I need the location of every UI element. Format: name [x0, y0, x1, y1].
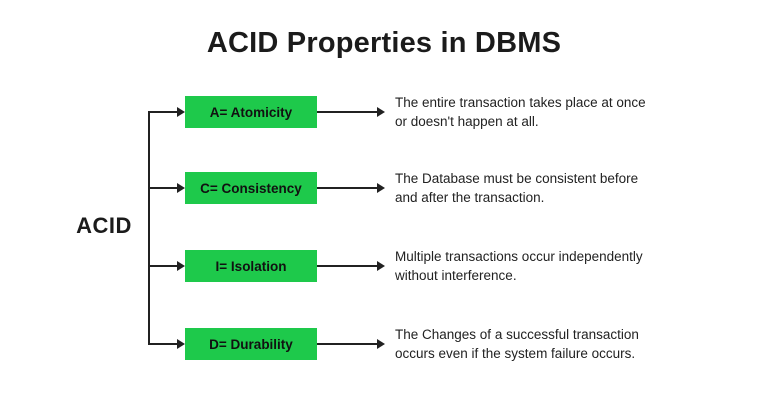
diagram-row-isolation: I= Isolation Multiple transactions occur… — [0, 247, 768, 285]
description-line: without interference. — [395, 268, 517, 283]
arrowhead-icon — [177, 261, 185, 271]
description-line: occurs even if the system failure occurs… — [395, 346, 636, 361]
connector-vertical-line — [148, 111, 150, 345]
description-isolation: Multiple transactions occur independentl… — [395, 247, 705, 285]
arrowhead-icon — [377, 107, 385, 117]
description-line: and after the transaction. — [395, 190, 545, 205]
acid-box-isolation: I= Isolation — [185, 250, 317, 282]
description-consistency: The Database must be consistent before a… — [395, 169, 705, 207]
arrowhead-icon — [377, 261, 385, 271]
box-label: A= Atomicity — [209, 104, 293, 120]
description-line: The Changes of a successful transaction — [395, 327, 639, 342]
box-label: I= Isolation — [215, 258, 287, 274]
arrowhead-icon — [177, 107, 185, 117]
diagram-row-consistency: C= Consistency The Database must be cons… — [0, 169, 768, 207]
connector-arrow-right — [317, 183, 385, 193]
arrowhead-icon — [177, 183, 185, 193]
acid-root-label: ACID — [76, 213, 132, 238]
connector-arrow-left — [149, 339, 185, 349]
description-line: The Database must be consistent before — [395, 171, 639, 186]
description-line: Multiple transactions occur independentl… — [395, 249, 643, 264]
diagram-row-atomicity: A= Atomicity The entire transaction take… — [0, 93, 768, 131]
box-label: C= Consistency — [200, 180, 302, 196]
acid-box-consistency: C= Consistency — [185, 172, 317, 204]
box-label: D= Durability — [209, 336, 293, 352]
connector-arrow-right — [317, 261, 385, 271]
connector-arrow-left — [149, 107, 185, 117]
page-title: ACID Properties in DBMS — [206, 27, 562, 59]
description-line: The entire transaction takes place at on… — [395, 95, 646, 110]
arrowhead-icon — [177, 339, 185, 349]
description-durability: The Changes of a successful transaction … — [395, 325, 705, 363]
description-atomicity: The entire transaction takes place at on… — [395, 93, 705, 131]
arrowhead-icon — [377, 339, 385, 349]
diagram-row-durability: D= Durability The Changes of a successfu… — [0, 325, 768, 363]
connector-arrow-left — [149, 261, 185, 271]
arrowhead-icon — [377, 183, 385, 193]
acid-box-atomicity: A= Atomicity — [185, 96, 317, 128]
acid-box-durability: D= Durability — [185, 328, 317, 360]
description-line: or doesn't happen at all. — [395, 114, 539, 129]
connector-arrow-left — [149, 183, 185, 193]
connector-arrow-right — [317, 107, 385, 117]
connector-arrow-right — [317, 339, 385, 349]
